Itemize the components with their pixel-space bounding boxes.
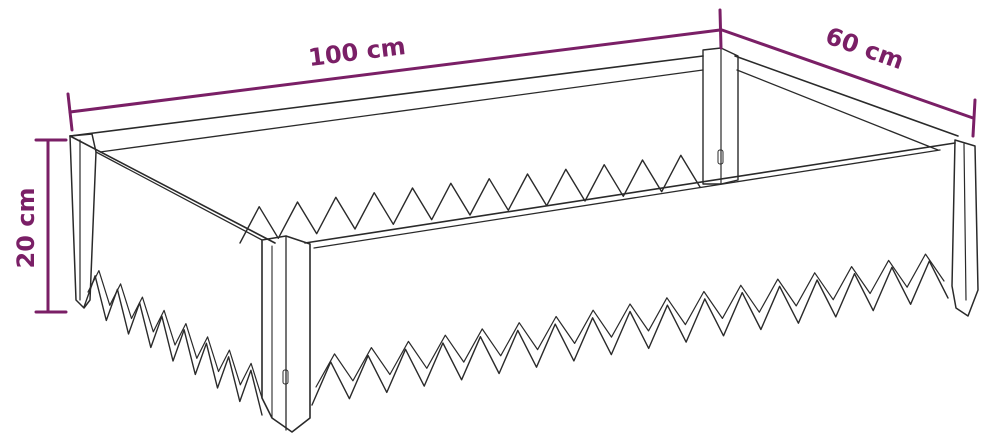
- length-dimension-line: [68, 28, 722, 114]
- front-wall-inner-edge: [313, 149, 941, 249]
- length-dimension-tick-left: [66, 92, 74, 132]
- front-corner-post: [261, 235, 311, 433]
- back-wall-zigzag-edge: [239, 154, 701, 244]
- front-wall-zigzag-edge: [311, 260, 949, 406]
- right-corner-post-fold: [963, 143, 967, 301]
- front-wall-zigzag-edge-inner: [315, 253, 945, 388]
- left-wall-top-edge: [69, 135, 276, 244]
- back-wall-inner-edge: [99, 69, 704, 153]
- front-left-corner-post: [69, 133, 97, 309]
- back-wall-top-edge: [69, 55, 704, 137]
- width-label: 60 cm: [822, 22, 908, 75]
- right-corner-post: [951, 139, 979, 317]
- back-right-post-hole: [717, 149, 724, 165]
- garden-bed-drawing: [69, 47, 979, 433]
- width-dimension-tick-right: [971, 98, 977, 138]
- length-dimension-tick-right: [718, 8, 723, 50]
- front-wall-top-edge: [304, 142, 956, 244]
- height-label: 20 cm: [12, 188, 40, 269]
- left-wall-zigzag-edge-inner: [87, 270, 263, 399]
- length-label: 100 cm: [307, 32, 407, 72]
- right-wall-top-edge: [734, 55, 959, 137]
- front-corner-post-hole: [282, 369, 289, 385]
- right-wall-inner-edge: [736, 69, 939, 151]
- width-dimension-line: [720, 28, 975, 120]
- left-wall-zigzag-edge: [83, 275, 263, 416]
- dimension-annotations: [34, 8, 977, 314]
- left-wall-inner-edge: [95, 151, 263, 241]
